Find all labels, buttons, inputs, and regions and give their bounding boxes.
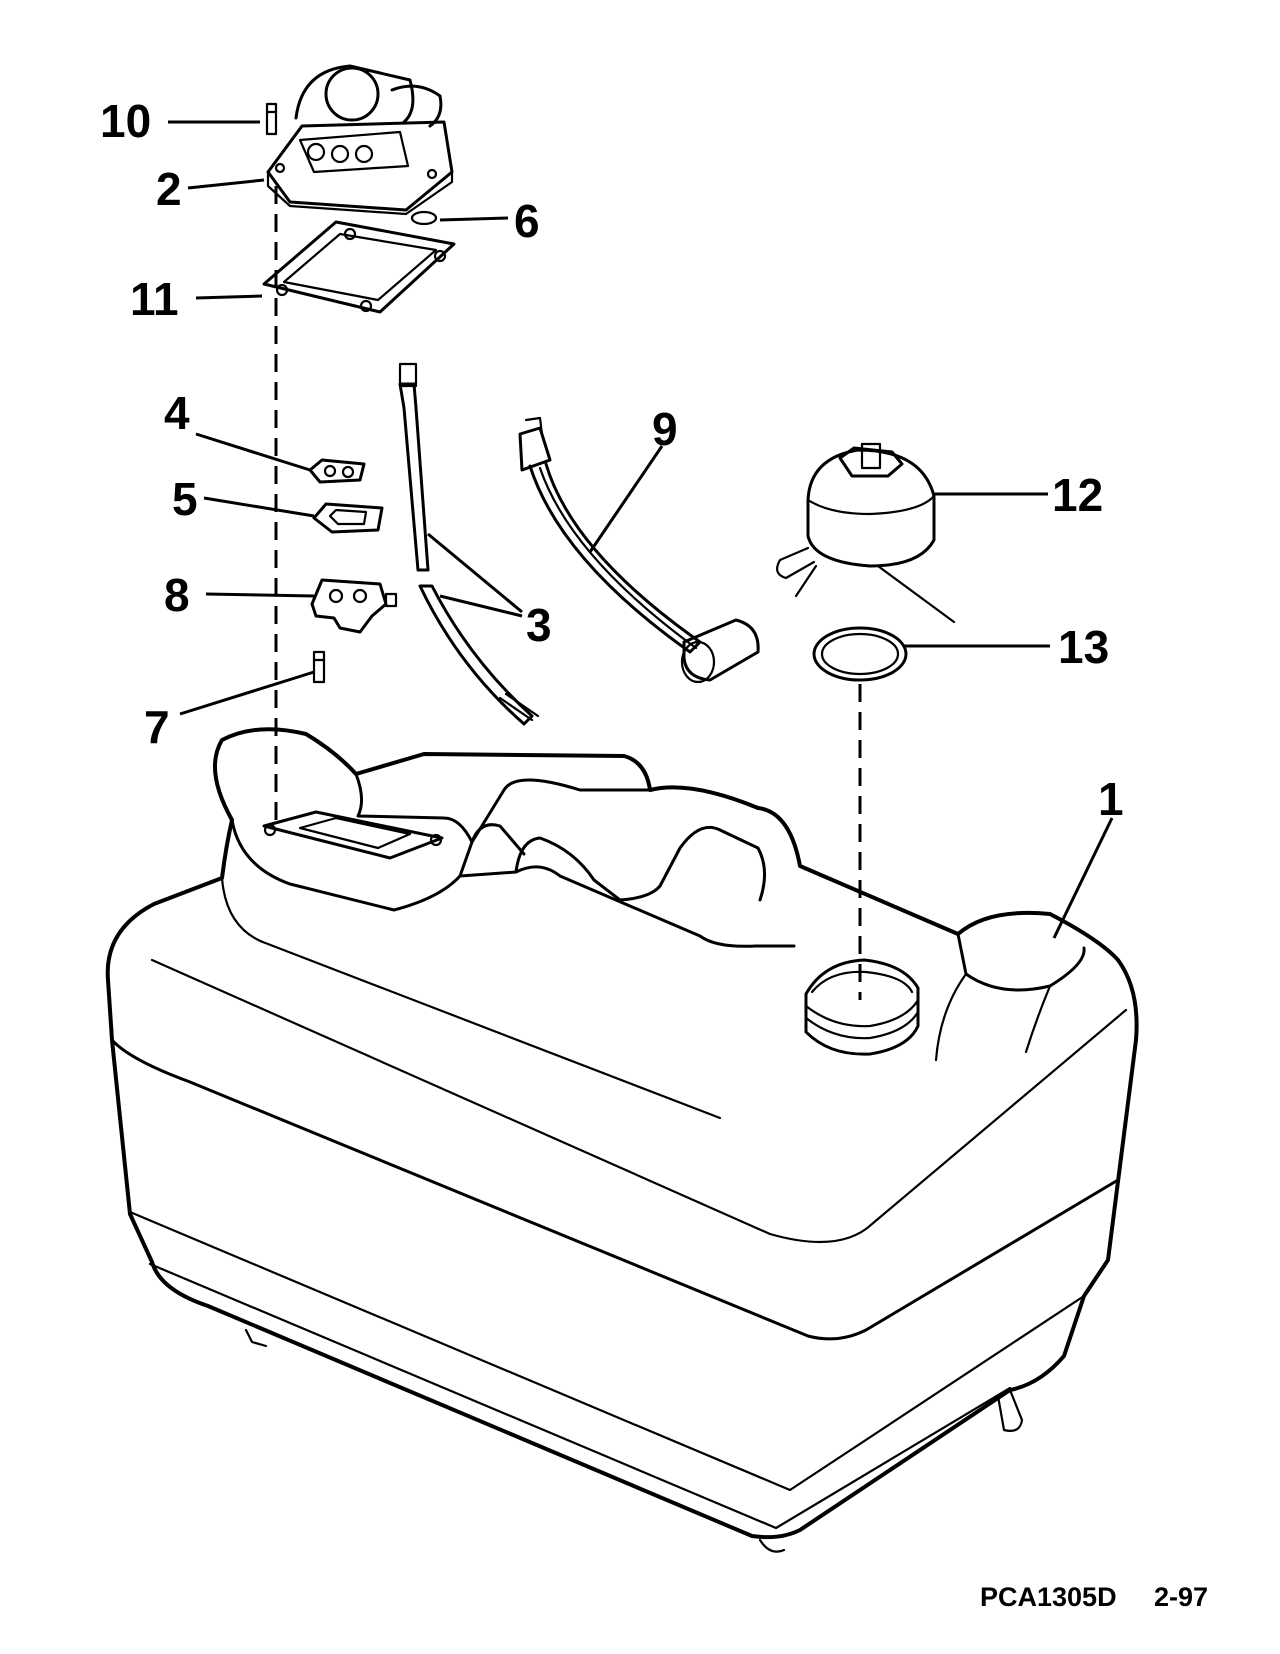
callout-1: 1 [1098, 773, 1124, 825]
part-7-screw [312, 650, 326, 684]
callout-11: 11 [130, 273, 179, 325]
part-3-pickup-tubes [398, 362, 540, 726]
part-13-o-ring [812, 626, 908, 682]
part-8-fitting [310, 578, 398, 634]
part-4-seal [308, 458, 366, 484]
callout-12: 12 [1052, 469, 1104, 521]
callout-10: 10 [100, 95, 152, 147]
part-11-gasket [262, 220, 456, 314]
callout-4: 4 [164, 387, 190, 439]
revision-code: 2-97 [1154, 1582, 1209, 1612]
callout-8: 8 [164, 569, 190, 621]
callout-7: 7 [144, 701, 170, 753]
callout-3: 3 [526, 599, 552, 651]
callout-9: 9 [652, 403, 678, 455]
leader-lines [168, 120, 1114, 939]
part-9-float-arm [518, 416, 760, 684]
part-1-fuel-tank [105, 727, 1139, 1553]
part-5-seal [312, 502, 384, 534]
callout-2: 2 [156, 163, 182, 215]
reference-code: PCA1305D [980, 1582, 1117, 1612]
callout-6: 6 [514, 195, 540, 247]
part-2-fuel-outlet-housing [266, 64, 454, 216]
part-12-fill-cap [775, 442, 956, 624]
callout-5: 5 [172, 473, 198, 525]
callout-13: 13 [1058, 621, 1110, 673]
part-10-screw [265, 102, 278, 136]
part-6-o-ring [410, 210, 438, 226]
